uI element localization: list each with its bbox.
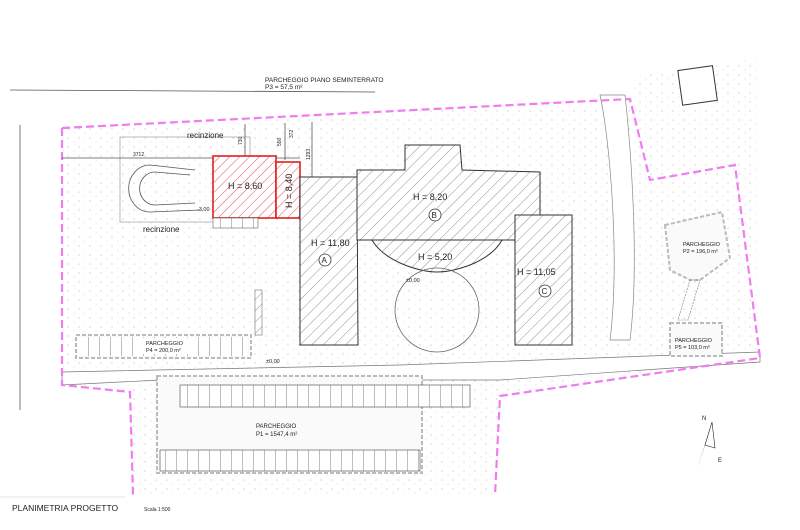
property-boundary [60, 97, 762, 496]
ramp [128, 164, 201, 213]
parking-p1-stalls-bottom [159, 449, 421, 472]
p1-label: PARCHEGGIO [256, 424, 297, 430]
p5-label: PARCHEGGIO [675, 338, 713, 344]
building-c [514, 214, 573, 346]
building-a-height: H = 11,80 [311, 238, 350, 248]
p3-label: PARCHEGGIO PIANO SEMINTERRATO [265, 77, 383, 84]
dim-3712: 3712 [133, 152, 144, 158]
wall-strip [254, 289, 263, 336]
new-building-side-height: H = 8,40 [284, 174, 294, 208]
building-b-low [371, 239, 503, 273]
level-zero: ±0,00 [406, 278, 420, 284]
drawing-title: PLANIMETRIA PROGETTO [12, 503, 119, 513]
drawing-scale: Scala 1:500 [144, 507, 171, 513]
parking-p2 [663, 210, 732, 281]
p5-area: P5 = 103,0 m² [675, 345, 710, 351]
side-road [599, 94, 635, 341]
building-b-height: H = 8,20 [413, 192, 447, 202]
existing-shed [677, 65, 718, 106]
north-arrow-icon: N E [697, 416, 722, 470]
p2-label: PARCHEGGIO [683, 242, 721, 248]
p1-area: P1 = 1547,4 m² [256, 432, 297, 438]
building-c-marker [538, 284, 552, 298]
new-building-main-height: H = 8,60 [228, 181, 262, 191]
level-zero: ±0,00 [266, 359, 280, 365]
p4-area: P4 = 200,0 m² [146, 348, 181, 354]
new-building-side [275, 161, 301, 219]
dim-372: 372 [289, 129, 295, 138]
new-building-main [212, 155, 277, 219]
building-c-height: H = 11,05 [517, 267, 556, 277]
stairs [212, 217, 259, 229]
building-c-letter: C [542, 287, 548, 296]
building-b-low-height: H = 5,20 [418, 252, 452, 262]
building-b-marker [428, 208, 442, 222]
p2-access [677, 279, 701, 321]
dim-550: 550 [277, 137, 283, 146]
compass-east: E [718, 458, 722, 464]
compass-north: N [702, 416, 706, 422]
level-minus-300: -3,00 [197, 207, 210, 213]
p3-leader [9, 89, 376, 93]
fence-label: recinzione [143, 225, 180, 234]
building-a-marker [318, 253, 332, 267]
p2-area: P2 = 196,0 m² [683, 249, 718, 255]
parking-p1-stalls-top [179, 384, 471, 408]
dim-730: 730 [238, 136, 244, 145]
dim-1293: 1293 [306, 149, 312, 160]
parking-p5 [669, 322, 723, 357]
courtyard-circle [394, 267, 480, 353]
fence-label: recinzione [187, 131, 224, 140]
p4-label: PARCHEGGIO [146, 341, 184, 347]
p3-area: P3 = 57,5 m² [265, 84, 303, 91]
building-b-letter: B [432, 211, 437, 220]
building-a-letter: A [322, 256, 328, 265]
